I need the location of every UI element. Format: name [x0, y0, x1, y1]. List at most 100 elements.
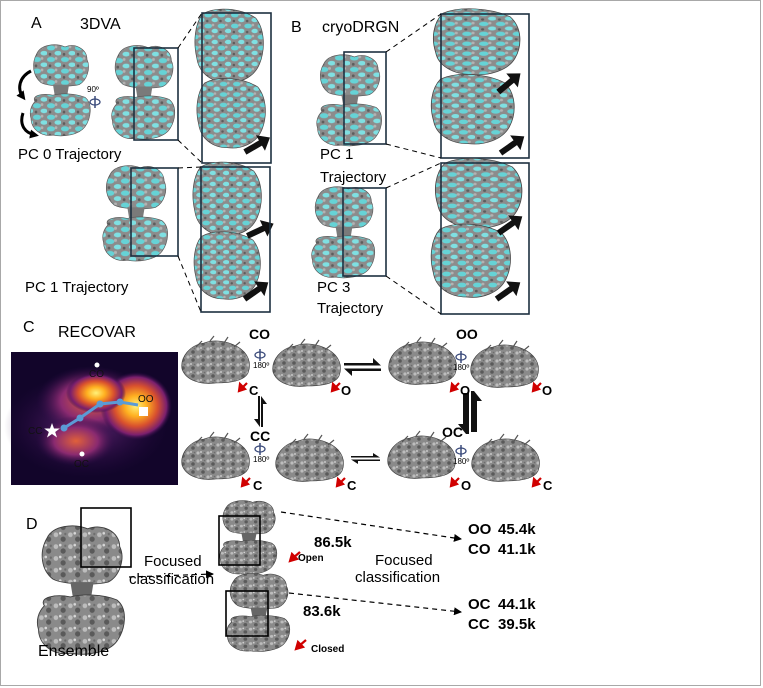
- panel-a-graphics: [16, 8, 278, 313]
- count-open: 86.5k: [314, 534, 352, 551]
- panel-b-pc1-line1: PC 1: [320, 146, 354, 163]
- panel-a-dash-pc0-top: [177, 12, 203, 49]
- count-closed: 83.6k: [303, 603, 341, 620]
- focused2-line1: Focused: [375, 552, 433, 569]
- label-closed: Closed: [311, 644, 345, 655]
- panel-b-graphics: [311, 8, 530, 315]
- ensemble-label: Ensemble: [38, 643, 110, 660]
- panel-b-dash-pc3-top: [385, 162, 442, 189]
- result-state: CO: [468, 541, 491, 558]
- heatmap-label-co: CO: [89, 369, 104, 380]
- panel-b-pc1-line2: Trajectory: [320, 169, 387, 186]
- closed-box: [225, 590, 269, 637]
- site-cc-left: C: [253, 478, 263, 493]
- panel-a-dash-pc1-top: [177, 166, 202, 169]
- state-oc-right: [471, 433, 541, 483]
- open-box: [218, 515, 261, 566]
- site-co-left: C: [249, 383, 259, 398]
- rotation-oo: 180º: [453, 363, 470, 372]
- panel-a-map-pc0: [111, 44, 176, 140]
- panel-a-map-pc1: [102, 165, 169, 262]
- recovar-start-star: [44, 423, 60, 438]
- dash-arrow-closed-to-results: [288, 592, 462, 616]
- panel-d-graphics: [36, 500, 462, 655]
- panel-a-box-pc0: [133, 47, 179, 141]
- equilibrium-cc-oc: [351, 453, 380, 464]
- site-oo-left: O: [460, 383, 471, 398]
- focused2-line2: classification: [355, 569, 441, 586]
- panel-b-zoom-pc1: [430, 8, 530, 161]
- state-label-cc: CC: [250, 428, 271, 444]
- recovar-path-node: [116, 398, 124, 406]
- site-oc-left: O: [461, 478, 472, 493]
- state-oo-right: [470, 339, 540, 389]
- state-cc-right: [275, 433, 345, 483]
- recovar-path-node: [96, 400, 104, 408]
- panel-label-d: D: [26, 516, 38, 533]
- equilibrium-oo-oc: [458, 391, 482, 434]
- result-state: OO: [468, 521, 492, 538]
- state-co-left: [181, 335, 251, 385]
- curved-arrow-lower: [20, 112, 39, 139]
- panel-label-c: C: [23, 319, 35, 336]
- rotation-cc: 180º: [253, 455, 270, 464]
- result-count: 39.5k: [498, 616, 536, 633]
- site-cc-right: C: [347, 478, 357, 493]
- red-arrow: [237, 381, 542, 488]
- result-count: 41.1k: [498, 541, 536, 558]
- panel-a-box-pc1: [130, 167, 179, 257]
- panel-label-b: B: [291, 19, 302, 36]
- heatmap-label-oo: OO: [138, 394, 154, 405]
- state-oo-left: [388, 336, 458, 386]
- panel-b-method: cryoDRGN: [322, 19, 400, 36]
- panel-a-map-left: [29, 44, 91, 137]
- site-oo-right: O: [542, 383, 553, 398]
- result-state: OC: [468, 596, 491, 613]
- heatmap-label-cc: CC: [28, 426, 42, 437]
- panel-label-a: A: [31, 15, 42, 32]
- recovar-dot-oc: [79, 451, 85, 457]
- state-cc-left: [181, 431, 251, 481]
- panel-a-pc0-label: PC 0 Trajectory: [18, 146, 122, 163]
- panel-a-rotation: 90º: [87, 85, 99, 94]
- focused1-line1: Focused: [144, 553, 202, 570]
- panel-a-zoom-pc1: [192, 161, 278, 313]
- site-co-right: O: [341, 383, 352, 398]
- recovar-path-node: [60, 424, 68, 432]
- result-state: CC: [468, 616, 490, 633]
- panel-b-pc3-line2: Trajectory: [317, 300, 384, 317]
- curved-arrow-upper: [16, 69, 32, 101]
- label-open: Open: [298, 553, 324, 564]
- panel-c-method: RECOVAR: [58, 324, 136, 341]
- dash-arrow-open-to-results: [280, 511, 462, 542]
- equilibrium-co-oo: [344, 358, 381, 376]
- equilibrium-co-cc: [254, 396, 267, 427]
- recovar-end-square: [139, 407, 148, 416]
- result-count: 44.1k: [498, 596, 536, 613]
- panel-c-graphics: CO OO CC OC: [4, 335, 542, 488]
- panel-b-dash-pc1-bot: [385, 143, 442, 159]
- closed-map: [226, 572, 291, 652]
- rotation-co: 180º: [253, 361, 270, 370]
- open-map: [219, 500, 278, 575]
- ensemble-box: [80, 507, 132, 568]
- panel-a-zoom-pc0: [194, 8, 275, 164]
- panel-b-box-pc1: [343, 51, 387, 145]
- heatmap-label-oc: OC: [74, 459, 89, 470]
- panel-b-zoom-pc3: [430, 157, 530, 315]
- recovar-dot-co: [94, 362, 100, 368]
- site-oc-right: C: [543, 478, 553, 493]
- rotation-oc: 180º: [453, 457, 470, 466]
- panel-b-dash-pc1-top: [385, 13, 442, 53]
- panel-a-dash-pc0-bot: [177, 139, 203, 164]
- state-label-oo: OO: [456, 326, 478, 342]
- result-count: 45.4k: [498, 521, 536, 538]
- panel-a-method: 3DVA: [80, 16, 121, 33]
- panel-a-pc1-label: PC 1 Trajectory: [25, 279, 129, 296]
- panel-b-box-pc3: [342, 187, 387, 277]
- state-co-right: [272, 338, 342, 388]
- panel-b-pc3-line1: PC 3: [317, 279, 351, 296]
- state-label-oc: OC: [442, 424, 463, 440]
- panel-b-map-pc1: [316, 54, 383, 147]
- recovar-heatmap: CO OO CC OC: [4, 352, 178, 485]
